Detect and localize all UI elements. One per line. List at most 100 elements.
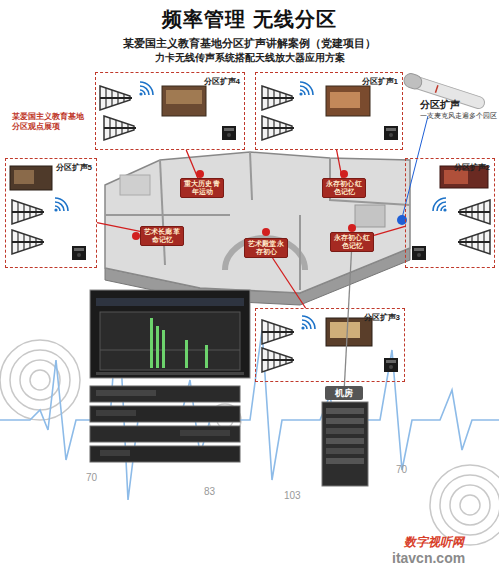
software-monitor	[156, 326, 159, 368]
server-rack	[326, 428, 364, 434]
software-monitor	[205, 345, 208, 368]
zone-equipment	[166, 90, 202, 104]
zone-equipment	[412, 246, 426, 260]
zone-box: 分区扩声4	[95, 72, 245, 150]
rack-devices	[90, 386, 240, 462]
rack-devices	[100, 450, 130, 456]
zone-equipment	[104, 116, 136, 140]
rack-devices	[90, 406, 240, 422]
axis-number: 70	[86, 472, 116, 483]
zone-equipment	[301, 316, 315, 330]
exhibit-room-tag: 重大历史 青年运动	[180, 178, 224, 198]
server-rack	[326, 438, 364, 444]
software-monitor	[90, 290, 250, 378]
machine-room-tag: 机房	[325, 386, 363, 400]
floor-plan	[105, 214, 230, 216]
background-rings	[0, 340, 80, 420]
floor-plan	[105, 152, 410, 293]
connector-line	[97, 223, 140, 232]
software-monitor	[96, 372, 244, 375]
microphone	[402, 72, 423, 91]
software-monitor	[96, 298, 244, 306]
watermark: 数字视听网	[404, 534, 499, 551]
zone-equipment	[12, 230, 44, 254]
axis-number: 103	[284, 490, 314, 501]
zone-equipment	[262, 320, 294, 344]
zone-equipment	[330, 322, 360, 338]
annotation: 某爱国主义教育基地 分区观点展项	[12, 112, 92, 132]
connector-line	[186, 150, 198, 178]
software-monitor	[150, 318, 153, 368]
connector-line	[273, 258, 306, 308]
zone-equipment	[10, 166, 52, 190]
annotation: 分区扩声	[420, 98, 499, 112]
zone-equipment	[262, 116, 294, 140]
zone-equipment	[384, 358, 398, 372]
server-rack	[326, 418, 364, 424]
annotation: 某爱国主义教育基地分区扩声讲解案例（党建项目）	[0, 36, 499, 51]
zone-box: 分区扩声3	[255, 308, 405, 382]
exhibit-room-tag: 艺术长廊 革命记忆	[140, 226, 184, 246]
connector-line	[374, 226, 405, 235]
axis-number: 83	[204, 486, 234, 497]
background-rings	[460, 495, 480, 515]
floor-plan	[196, 170, 204, 178]
zone-equipment	[100, 86, 132, 110]
server-rack	[322, 402, 368, 486]
microphone	[435, 85, 437, 93]
exhibit-room-tag: 永存初心 红色记忆	[330, 232, 374, 252]
zone-equipment	[330, 92, 360, 108]
software-monitor	[100, 312, 240, 370]
zone-equipment	[162, 86, 206, 116]
zone-equipment	[262, 348, 294, 372]
background-rings	[450, 485, 490, 525]
floor-plan	[348, 224, 356, 232]
annotation: 力卡无线传声系统搭配天线放大器应用方案	[0, 51, 499, 65]
node-label: 机房	[325, 386, 363, 400]
zone-equipment	[262, 86, 294, 110]
zone-equipment	[458, 200, 490, 224]
axis-number: 70	[396, 464, 426, 475]
background-rings	[30, 370, 50, 390]
rack-devices	[180, 430, 230, 436]
floor-plan	[340, 170, 348, 178]
exhibit-room-tag: 艺术殿堂 永存初心	[244, 238, 288, 258]
zone-equipment	[444, 170, 468, 184]
floor-plan	[132, 232, 140, 240]
floor-plan	[120, 175, 150, 195]
rack-devices	[96, 410, 136, 416]
zone-equipment	[72, 246, 86, 260]
software-monitor	[185, 340, 188, 368]
server-rack	[326, 448, 364, 454]
software-monitor	[162, 330, 165, 368]
software-monitor	[90, 290, 250, 378]
floor-plan	[250, 152, 252, 200]
node-label: 艺术长廊 革命记忆	[143, 228, 181, 244]
server-rack	[322, 402, 368, 486]
rack-devices	[90, 446, 240, 462]
floor-plan	[225, 238, 305, 270]
zone-box: 分区扩声1	[255, 72, 403, 150]
watermark: itavcn.com	[392, 550, 499, 566]
zone-equipment	[384, 126, 398, 140]
rack-devices	[90, 386, 240, 402]
zone-equipment	[299, 82, 313, 96]
diagram-title: 频率管理 无线分区	[0, 6, 499, 33]
zone-equipment	[139, 82, 153, 96]
node-label: 永存初心 红色记忆	[333, 234, 371, 250]
zone-equipment	[54, 198, 68, 212]
floor-plan	[299, 215, 301, 290]
rack-devices	[96, 390, 156, 396]
background-rings	[430, 465, 499, 545]
node-label: 分区扩声4	[204, 76, 240, 87]
rack-devices	[90, 426, 240, 442]
server-rack	[326, 458, 364, 464]
floor-plan	[105, 152, 410, 305]
zone-equipment	[222, 126, 236, 140]
exhibit-room-tag: 永存初心 红色记忆	[322, 178, 366, 198]
zone-equipment	[12, 200, 44, 224]
microphone	[402, 72, 486, 218]
zone-equipment	[433, 198, 447, 212]
